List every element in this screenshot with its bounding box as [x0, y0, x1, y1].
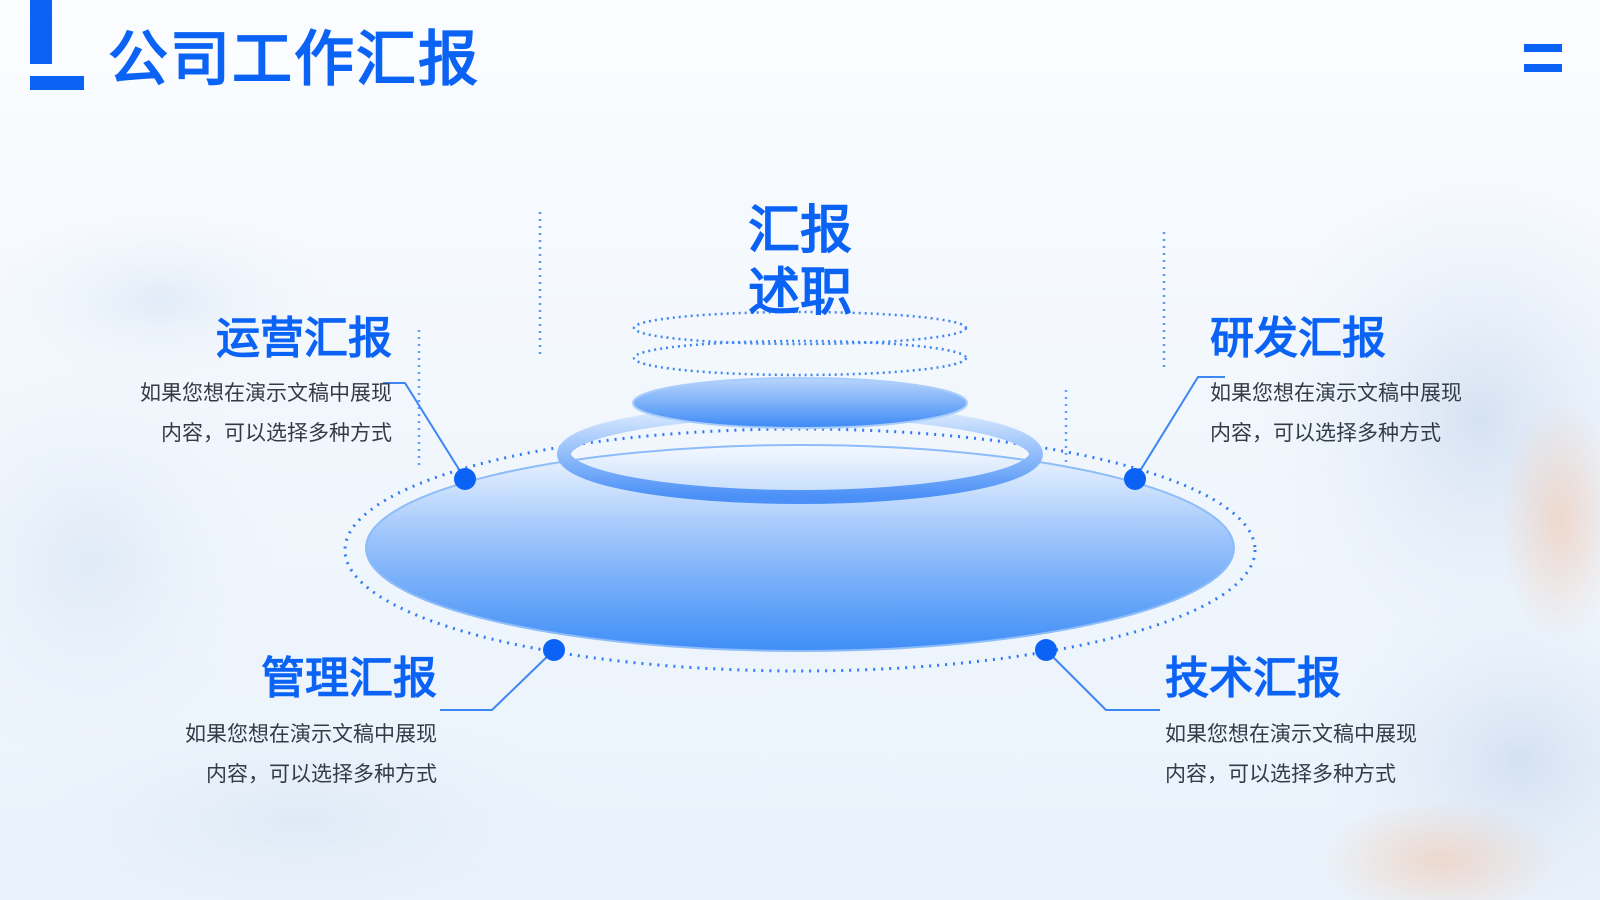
center-label-line2: 述职	[747, 263, 852, 323]
center-label: 汇报 述职	[700, 200, 900, 324]
item-desc-management-line1: 如果您想在演示文稿中展现	[185, 722, 437, 746]
item-desc-operations-line1: 如果您想在演示文稿中展现	[140, 381, 392, 405]
item-title-tech: 技术汇报	[1165, 653, 1341, 704]
item-title-operations: 运营汇报	[216, 313, 392, 364]
item-desc-rnd-line1: 如果您想在演示文稿中展现	[1210, 381, 1462, 405]
center-label-line1: 汇报	[747, 201, 852, 261]
header-accent-underline	[30, 76, 84, 90]
item-desc-tech-line2: 内容，可以选择多种方式	[1165, 762, 1396, 786]
item-title-rnd: 研发汇报	[1210, 313, 1386, 364]
page-title: 公司工作汇报	[108, 25, 480, 95]
item-desc-rnd-line2: 内容，可以选择多种方式	[1210, 421, 1441, 445]
menu-icon[interactable]	[1524, 44, 1562, 72]
item-desc-management-line2: 内容，可以选择多种方式	[206, 762, 437, 786]
item-desc-operations-line2: 内容，可以选择多种方式	[161, 421, 392, 445]
item-desc-tech-line1: 如果您想在演示文稿中展现	[1165, 722, 1417, 746]
header-accent-bar	[30, 0, 52, 64]
item-title-management: 管理汇报	[261, 653, 437, 704]
